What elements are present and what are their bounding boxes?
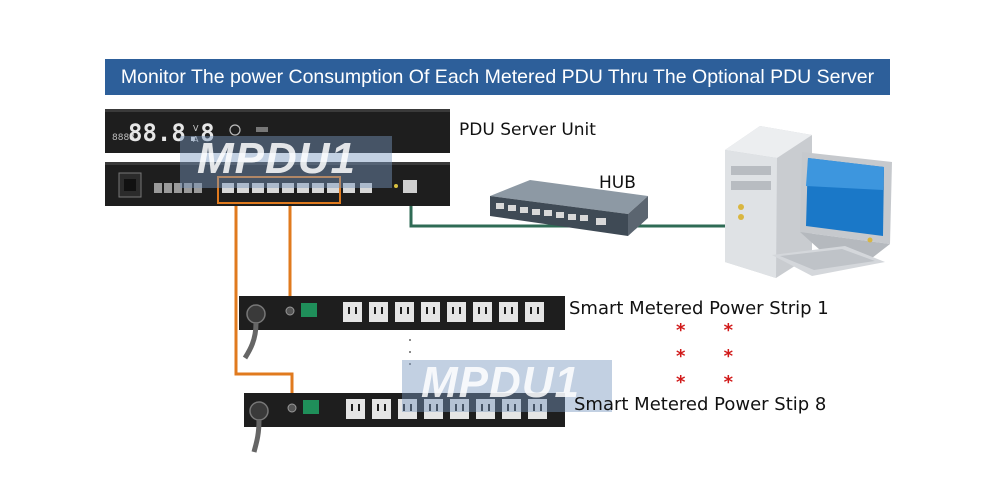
watermark-bottom: MPDU1 (421, 358, 581, 407)
pdu-server-icon: 8888 88.8.8 V A (105, 109, 450, 206)
svg-text:A: A (193, 135, 199, 144)
diagram-title: Monitor The power Consumption Of Each Me… (105, 59, 890, 95)
ellipsis-stars: * * * * * * (676, 320, 749, 398)
watermark-band (402, 360, 612, 412)
seven-seg-display: 88.8.8 (128, 119, 215, 147)
hub-label: HUB (599, 173, 636, 193)
power-strip-icon (244, 393, 565, 453)
continuation-dots (409, 339, 411, 365)
pdu-server-label: PDU Server Unit (459, 120, 596, 140)
pc-icon (725, 126, 892, 278)
strip-1-label: Smart Metered Power Strip 1 (569, 298, 829, 319)
power-strip-icon (239, 296, 565, 360)
star-row: * * (676, 372, 750, 393)
watermark-top: MPDU1 (197, 134, 357, 183)
watermark-band (180, 136, 392, 188)
orange-cable-strip8 (234, 196, 294, 408)
svg-text:V: V (193, 124, 199, 133)
strip-8-label: Smart Metered Power Stip 8 (574, 394, 827, 415)
star-row: * * (676, 320, 750, 341)
star-row: * * (676, 346, 750, 367)
hub-icon (490, 180, 648, 236)
svg-text:8888: 8888 (112, 133, 135, 143)
